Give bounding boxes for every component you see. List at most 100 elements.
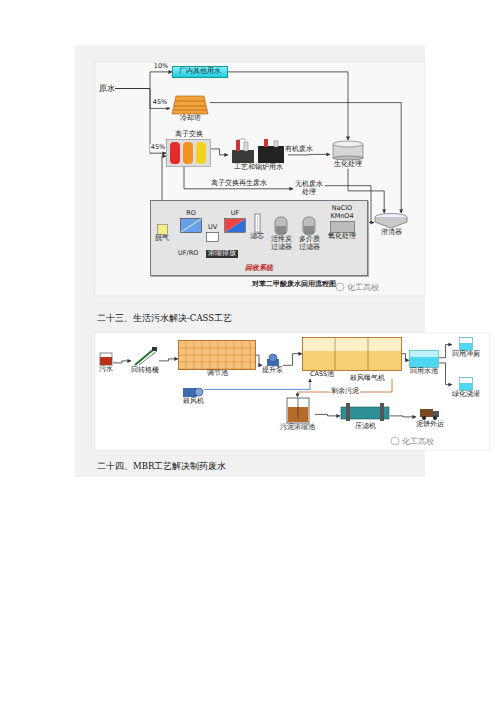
icon-part	[257, 216, 258, 230]
node-label: 回用水池	[410, 368, 438, 376]
flow-connector	[402, 354, 409, 361]
icon-part	[170, 142, 180, 164]
filter-core-icon	[253, 213, 262, 233]
lift-pump: 提升泵	[262, 351, 283, 375]
icon-part	[368, 338, 369, 370]
factory-icon-icon	[228, 138, 288, 164]
node-label: 鼓风机	[183, 398, 204, 406]
icon-part	[135, 349, 154, 365]
edge-label: 有机废水	[284, 146, 314, 153]
filter-core: 滤芯	[250, 213, 264, 241]
node-label: 滤芯	[250, 233, 264, 241]
recovery-system-box: 回收系统NaClOKMnO4氧化处理多介质 过滤器活性炭 过滤器滤芯UFUVRO…	[150, 200, 368, 276]
cass-tank-icon	[302, 337, 402, 371]
icon-part	[181, 219, 201, 232]
icon-part	[157, 225, 167, 235]
cass-tank: CASS池	[302, 337, 402, 379]
blower-icon	[182, 384, 204, 398]
icon-part	[333, 156, 363, 160]
cooling-tower: 冷却塔	[170, 94, 210, 123]
icon-part	[175, 101, 205, 102]
icon-part	[297, 398, 298, 419]
bio-tank-icon	[330, 140, 366, 161]
node-label: 脱气	[155, 235, 169, 243]
icon-part	[335, 338, 336, 370]
flow-connector	[115, 89, 170, 109]
icon-part	[274, 141, 278, 147]
icon-part	[255, 214, 260, 232]
node-label: 多介质 过滤器	[298, 236, 320, 252]
blower: 鼓风机	[182, 384, 204, 406]
icon-part	[410, 351, 439, 368]
note-label: 浓缩排放	[206, 250, 238, 258]
icon-part	[287, 398, 309, 423]
node-label: 生化处理	[334, 161, 362, 169]
icon-part	[225, 218, 246, 232]
icon-part	[196, 142, 206, 164]
source-label: 原水	[99, 84, 115, 93]
icon-part	[304, 226, 314, 234]
clarifier-icon	[374, 213, 408, 229]
ro-module-icon	[180, 218, 202, 233]
flow-connector	[288, 154, 330, 156]
icon-part	[303, 338, 402, 371]
edge-label: 45%	[152, 100, 168, 107]
flow-connector	[439, 345, 452, 358]
icon-part	[460, 343, 472, 350]
degas-unit-icon	[157, 224, 168, 235]
flow-connector	[115, 89, 166, 154]
icon-part	[420, 409, 433, 417]
icon-part	[276, 226, 286, 234]
edge-label: 45%	[150, 145, 166, 152]
edge-label: 剩余污泥	[330, 388, 360, 395]
ion-exchange-icon	[166, 139, 211, 167]
oxidation-unit-icon	[330, 221, 355, 233]
node-label: 无机废水 处理	[293, 181, 325, 197]
filter-vessel-icon	[301, 215, 317, 236]
uv-unit: UV	[206, 224, 219, 242]
box-heading: 回收系统	[151, 264, 367, 272]
sewage-source-icon	[99, 352, 113, 366]
node-label: 活性炭 过滤器	[270, 236, 292, 252]
icon-part	[173, 110, 207, 111]
icon-part	[195, 388, 203, 396]
node-label: RO	[186, 210, 196, 218]
reuse-tank-icon	[409, 350, 439, 368]
lift-pump-icon	[265, 351, 281, 367]
icon-part	[179, 348, 255, 349]
flow-connector	[439, 363, 452, 385]
filter-vessel: 多介质 过滤器	[298, 215, 320, 252]
node-label: 污泥浓缩池	[280, 424, 315, 432]
watermark-logo	[336, 283, 344, 291]
icon-part	[183, 142, 193, 164]
icon-part	[422, 416, 426, 420]
figure-ground	[95, 333, 490, 450]
section-heading: 二十四、MBR工艺解决制药废水	[97, 461, 226, 471]
node-label: 绿化浇灌	[452, 391, 480, 399]
icon-part	[238, 139, 246, 141]
uf-module: UF	[224, 210, 246, 233]
figure-title: 对苯二甲酸废水回用流程图	[252, 281, 336, 289]
flow-connector	[211, 149, 228, 155]
node-label: 原水	[99, 84, 115, 93]
icon-part	[269, 354, 277, 362]
node-label: KMnO4	[330, 213, 353, 221]
flow-connector	[210, 103, 401, 213]
node-label: 调节池	[207, 370, 228, 378]
icon-part	[179, 341, 256, 370]
equalization-tank: 调节池	[178, 340, 256, 378]
icon-part	[258, 146, 284, 163]
sewage-source: 污水	[99, 352, 113, 374]
reuse-outlet: 回用冲厕	[452, 337, 480, 359]
node-label: 氧化处理	[328, 233, 356, 241]
flow-connector	[113, 361, 131, 363]
filter-vessel-icon	[273, 215, 289, 236]
flow-connector	[256, 355, 262, 365]
water-use-box: 厂内其他用水	[172, 66, 228, 78]
flow-connector	[228, 72, 348, 140]
reuse-outlet-icon	[459, 377, 473, 391]
icon-part	[225, 219, 245, 232]
node-label: CASS池	[302, 371, 334, 379]
filter-vessel: 活性炭 过滤器	[270, 215, 292, 252]
icon-part	[236, 140, 240, 151]
